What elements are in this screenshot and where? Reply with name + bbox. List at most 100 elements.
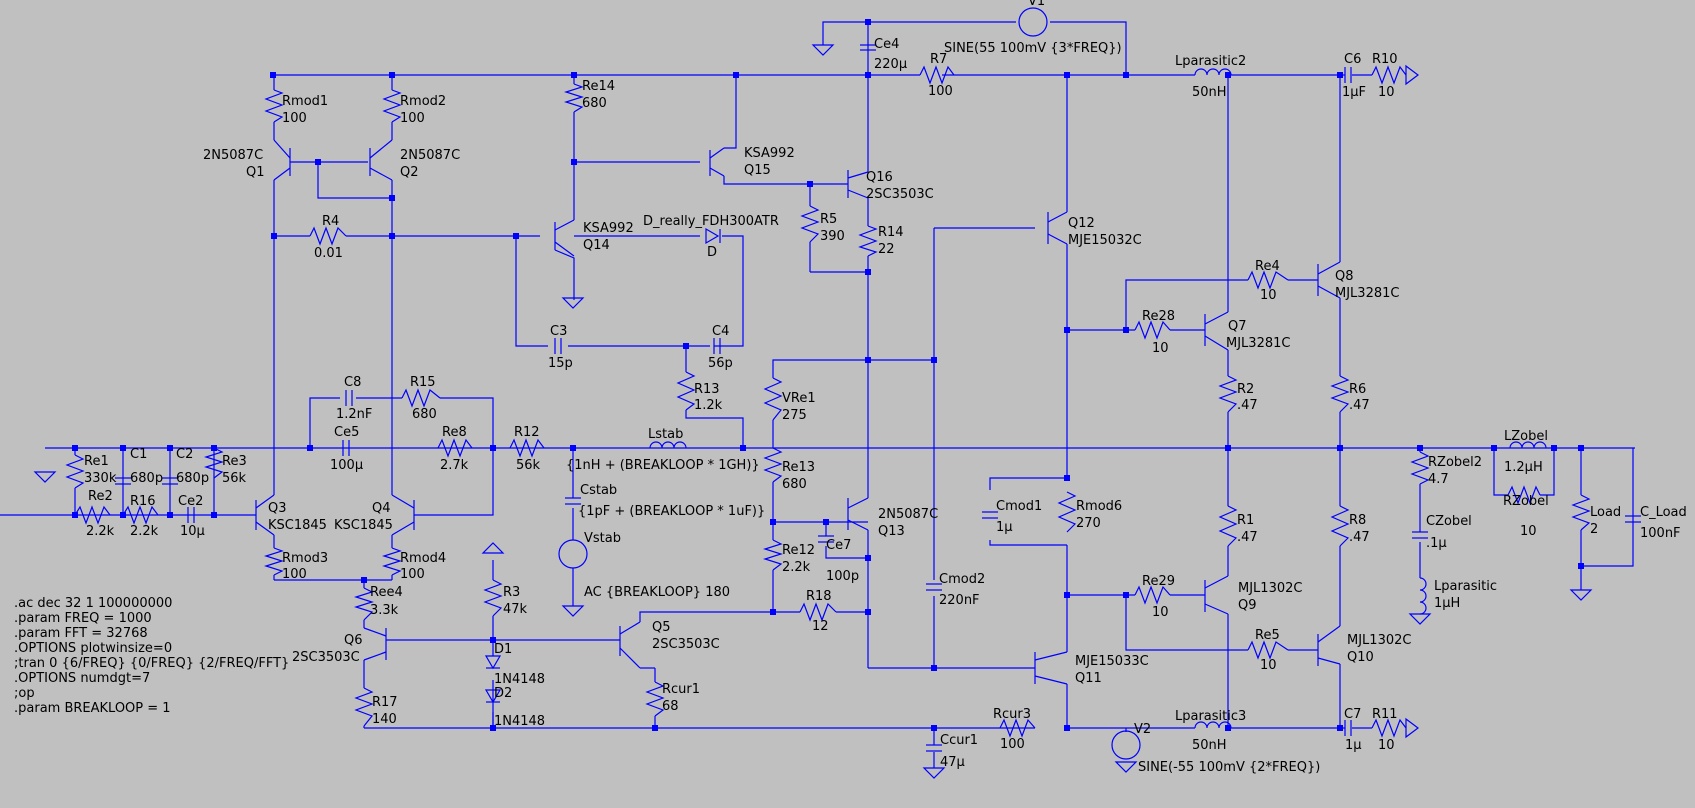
label-cmod1-name: Cmod1 [996,499,1042,514]
label-r7-name: R7 [930,52,947,67]
spice-directives: .ac dec 32 1 100000000 .param FREQ = 100… [14,596,289,716]
label-q13-name: Q13 [878,524,905,539]
label-re13-name: Re13 [782,460,815,475]
label-re29-value: 10 [1152,605,1169,620]
resistor-r14 [858,225,878,257]
label-lpar3-value: 50nH [1192,738,1227,753]
label-rmod4-name: Rmod4 [400,551,446,566]
label-v1-value: SINE(55 100mV {3*FREQ}) [944,41,1122,56]
label-q15-name: Q15 [744,163,771,178]
label-ree4-name: Ree4 [370,585,403,600]
ground-symbol [1569,589,1593,601]
resistor-r15 [401,388,441,408]
label-re1-name: Re1 [84,454,109,469]
resistor-re4 [1247,270,1289,290]
label-r4-name: R4 [322,214,339,229]
diode-d [705,227,720,245]
label-load-value: 2 [1590,522,1598,537]
resistor-re14 [563,83,585,113]
transistor-q1 [273,139,291,181]
spice-line-plotwinsize: .OPTIONS plotwinsize=0 [14,641,172,656]
label-rmod2-name: Rmod2 [400,94,446,109]
label-load-name: Load [1590,505,1621,520]
transistor-q2 [369,139,393,181]
label-rmod6-value: 270 [1076,516,1101,531]
resistor-rmod3 [263,547,285,576]
resistor-r16 [122,505,159,525]
spice-line-ac: .ac dec 32 1 100000000 [14,596,172,611]
label-cstab-name: Cstab [580,483,617,498]
output-arrow-r11 [1405,717,1419,739]
capacitor-cload [1625,515,1641,523]
spice-line-breakloop: .param BREAKLOOP = 1 [14,701,171,716]
label-rmod1-value: 100 [282,111,307,126]
label-ccur1-value: 47µ [940,755,965,770]
resistor-r6 [1330,375,1350,413]
junction-dots [72,19,1584,731]
label-c6-value: 1µF [1342,85,1366,100]
label-r4-value: 0.01 [314,246,343,261]
resistor-rcur1 [645,681,665,717]
label-re5-value: 10 [1260,658,1277,673]
label-c3-value: 15p [548,356,573,371]
label-r11-name: R11 [1372,707,1398,722]
label-c1-name: C1 [130,447,147,462]
capacitor-ce4 [860,44,876,51]
capacitor-cstab [565,497,581,505]
resistor-r12 [509,438,545,458]
resistor-r2 [1218,375,1238,413]
label-re2-value: 2.2k [86,524,115,539]
label-cload-value: 100nF [1640,526,1681,541]
inductor-lparasitic [1419,577,1427,615]
label-lpar2-name: Lparasitic2 [1175,54,1246,69]
transistor-q3 [255,494,275,536]
label-ce4-name: Ce4 [874,37,899,52]
transistor-q8 [1317,261,1341,299]
label-q6-part: 2SC3503C [292,650,360,665]
inductor-lparasitic3 [1194,721,1232,729]
label-r6-name: R6 [1349,382,1366,397]
capacitor-ce7 [818,535,834,543]
capacitor-cmod1 [982,511,998,519]
label-c4-name: C4 [712,324,729,339]
ground-symbol [922,767,946,779]
label-q9-part: MJL1302C [1238,581,1302,596]
label-v2-name: V2 [1134,722,1151,737]
label-c2-value: 680p [176,471,209,486]
capacitor-ccur1 [926,744,942,752]
capacitor-cmod2 [926,583,942,591]
label-re3-name: Re3 [222,454,247,469]
label-vre1-name: VRe1 [782,391,816,406]
ground-symbol [561,605,585,617]
transistor-q11 [1034,651,1068,685]
label-v2-value: SINE(-55 100mV {2*FREQ}) [1138,760,1320,775]
transistor-q13 [847,497,869,531]
resistor-r5 [800,205,820,243]
resistor-load [1571,494,1591,531]
label-r8-name: R8 [1349,513,1366,528]
label-ce5-name: Ce5 [334,425,359,440]
resistor-re12 [762,539,784,571]
label-re4-value: 10 [1260,288,1277,303]
label-ce7-name: Ce7 [826,538,851,553]
voltage-source-vstab [558,539,588,569]
ground-symbol [1408,613,1432,625]
label-ce7-value: 100p [826,569,859,584]
label-re28-value: 10 [1152,341,1169,356]
label-r8-value: .47 [1349,530,1370,545]
resistor-r11 [1371,718,1407,738]
label-q2-name: Q2 [400,165,419,180]
label-q8-name: Q8 [1335,269,1354,284]
label-r17-name: R17 [372,695,398,710]
label-rcur1-name: Rcur1 [662,682,700,697]
resistor-r7 [919,65,955,85]
resistor-rcur3 [999,718,1036,738]
resistor-rzobel [1507,485,1541,505]
label-q7-part: MJL3281C [1226,336,1290,351]
label-re12-name: Re12 [782,543,815,558]
label-lstab-value: {1nH + (BREAKLOOP * 1GH)} [566,458,760,473]
label-d1-name: D1 [494,642,512,657]
label-r12-value: 56k [516,458,541,473]
label-r6-value: .47 [1349,398,1370,413]
